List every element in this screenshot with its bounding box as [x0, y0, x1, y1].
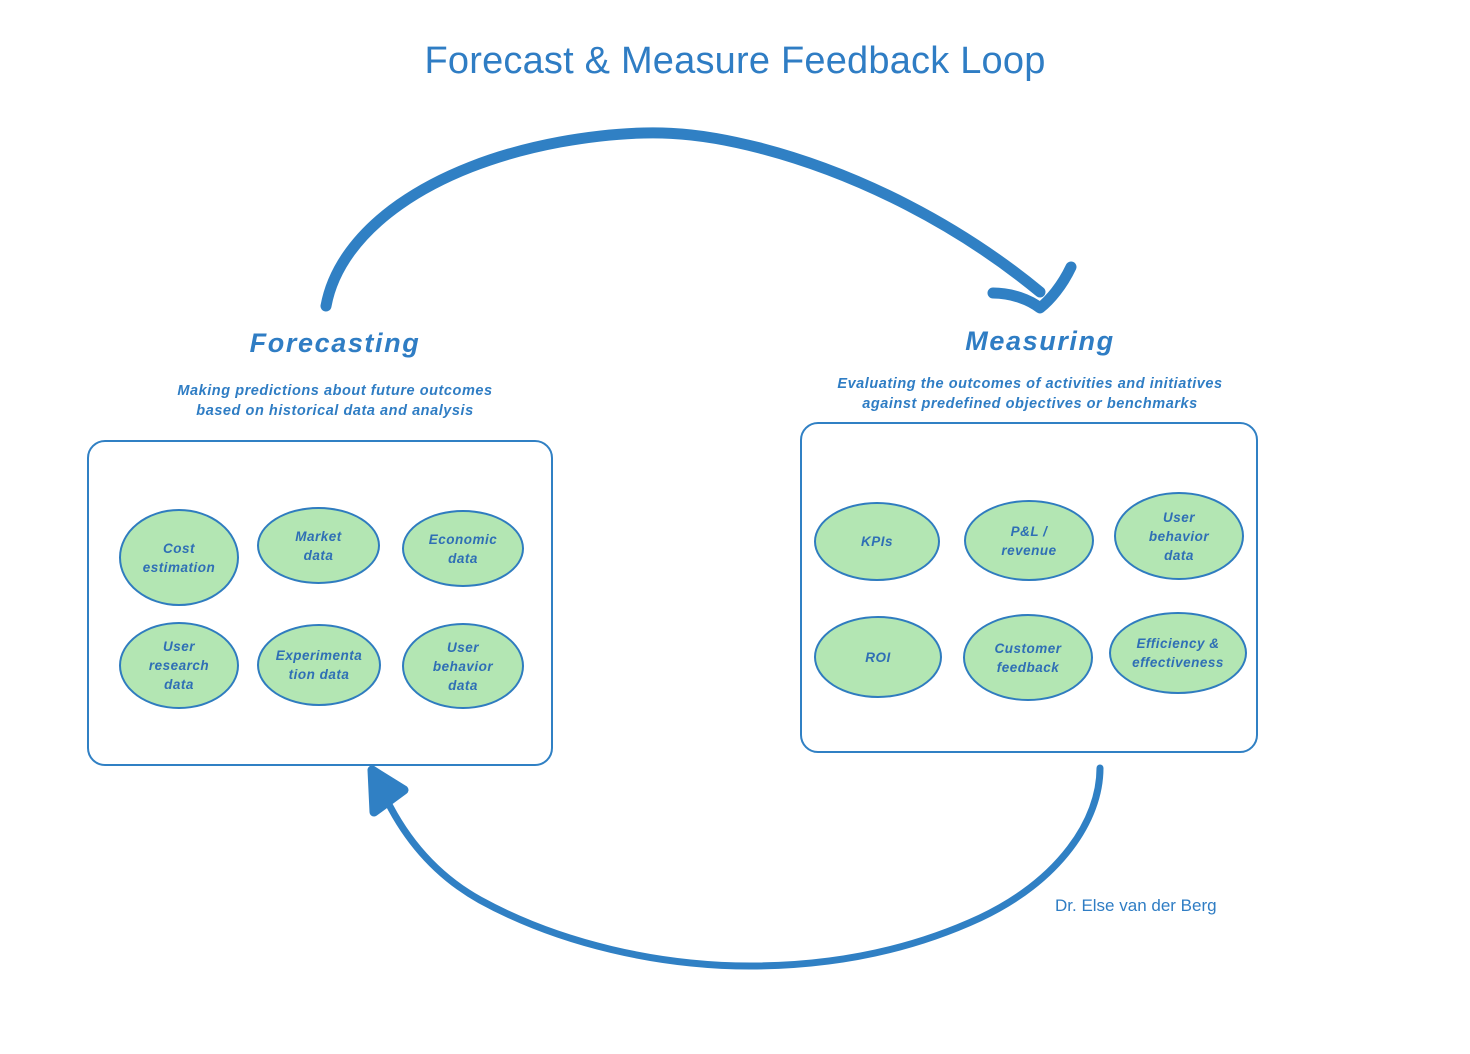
node-user-behavior-data-right[interactable]: User behavior data	[1114, 492, 1244, 580]
arrow-forecasting-to-measuring-shaft	[320, 127, 1046, 312]
page-title: Forecast & Measure Feedback Loop	[424, 40, 1046, 82]
node-user-behavior-data-left[interactable]: User behavior data	[402, 623, 524, 709]
arrow-measuring-to-forecasting-shaft	[378, 764, 1104, 970]
attribution-text: Dr. Else van der Berg	[1055, 896, 1217, 915]
node-label: Economic data	[428, 531, 498, 566]
group-box-measuring: KPIs P&L / revenue User behavior data RO…	[800, 422, 1258, 753]
node-roi[interactable]: ROI	[814, 616, 942, 698]
node-label: Experimenta tion data	[275, 648, 363, 682]
node-label: User behavior data	[1148, 509, 1210, 563]
node-label: KPIs	[860, 534, 893, 549]
node-efficiency-effectiveness[interactable]: Efficiency & effectiveness	[1109, 612, 1247, 694]
node-user-research-data[interactable]: User research data	[119, 622, 239, 709]
arrow-measuring-to-forecasting-head	[367, 765, 409, 817]
node-cost-estimation[interactable]: Cost estimation	[119, 509, 239, 606]
node-experimentation-data[interactable]: Experimenta tion data	[257, 624, 381, 706]
node-label: Cost estimation	[142, 540, 216, 575]
node-label: P&L / revenue	[1001, 523, 1057, 558]
node-pl-revenue[interactable]: P&L / revenue	[964, 500, 1094, 581]
node-label: Efficiency & effectiveness	[1132, 636, 1224, 670]
node-market-data[interactable]: Market data	[257, 507, 380, 584]
node-customer-feedback[interactable]: Customer feedback	[963, 614, 1093, 701]
node-label: Customer feedback	[994, 640, 1062, 675]
section-description-measuring: Evaluating the outcomes of activities an…	[837, 376, 1223, 412]
node-label: ROI	[865, 649, 891, 665]
node-label: Market data	[295, 528, 342, 563]
node-economic-data[interactable]: Economic data	[402, 510, 524, 587]
section-description-forecasting: Making predictions about future outcomes…	[177, 383, 493, 419]
node-kpis[interactable]: KPIs	[814, 502, 940, 581]
section-heading-forecasting: Forecasting	[249, 328, 421, 358]
arrow-forecasting-to-measuring-head	[987, 261, 1077, 314]
group-box-forecasting: Cost estimation Market data Economic dat…	[87, 440, 553, 766]
node-label: User research data	[148, 639, 210, 692]
section-heading-measuring: Measuring	[965, 326, 1115, 356]
node-label: User behavior data	[432, 639, 494, 693]
